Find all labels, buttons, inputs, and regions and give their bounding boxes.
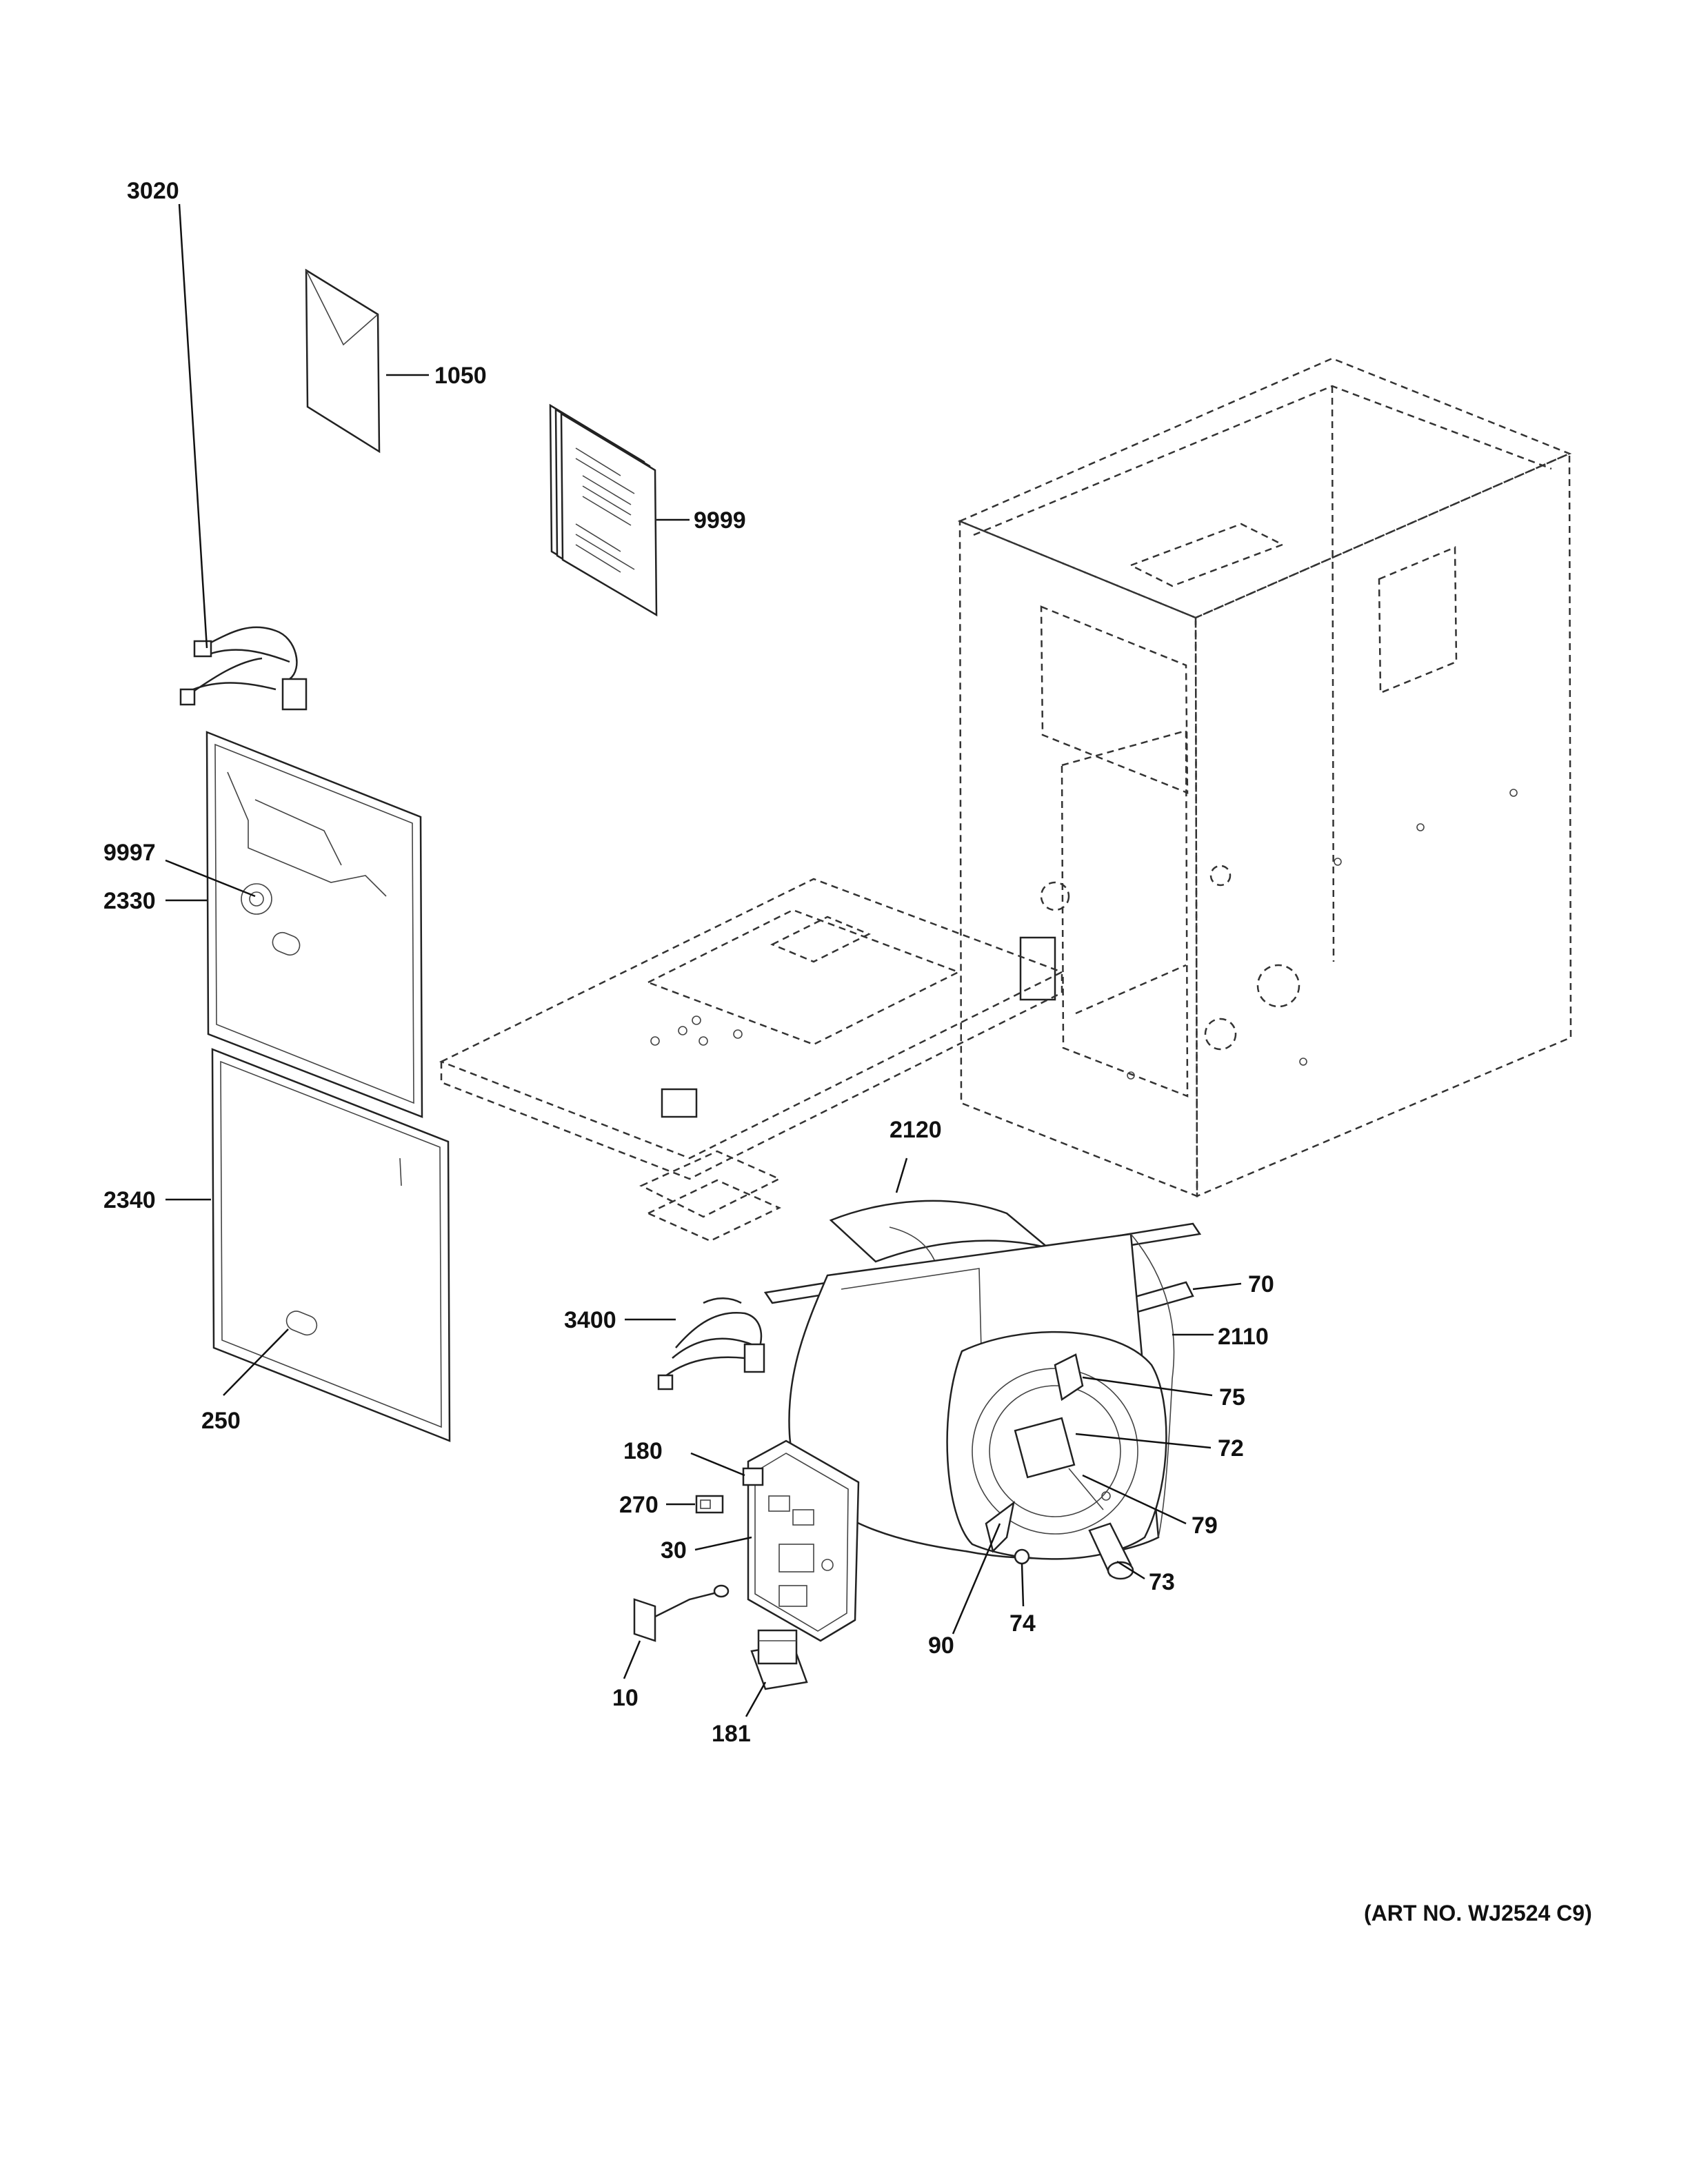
callout-73: 73 (1149, 1569, 1175, 1595)
shelf-screws (650, 1015, 743, 1046)
art-number: (ART NO. WJ2524 C9) (1364, 1901, 1592, 1925)
blower-assembly (763, 1222, 1202, 1580)
callout-9999: 9999 (694, 507, 746, 534)
callout-labels: 1050 9999 3020 9997 2330 2340 250 2120 7… (103, 178, 1274, 1747)
blower-shelf-outline (439, 878, 1065, 1242)
callout-3400: 3400 (564, 1307, 616, 1333)
callout-72: 72 (1218, 1435, 1244, 1462)
callout-2330: 2330 (103, 888, 156, 914)
callout-70: 70 (1248, 1271, 1274, 1297)
part-2330-upper-door (205, 731, 423, 1118)
callout-90: 90 (928, 1632, 954, 1659)
furnace-cabinet-outline (957, 357, 1572, 1197)
callout-2110: 2110 (1218, 1324, 1269, 1350)
callout-74: 74 (1009, 1610, 1036, 1637)
callout-2340: 2340 (103, 1187, 156, 1213)
callout-9997: 9997 (103, 840, 156, 866)
callout-270: 270 (619, 1492, 659, 1518)
part-180-fuse-holder (742, 1467, 764, 1486)
callout-250: 250 (201, 1408, 241, 1434)
leader-lines (165, 203, 1242, 1717)
part-3400-wire-harness (657, 1297, 765, 1391)
callout-180: 180 (623, 1438, 663, 1464)
callout-75: 75 (1219, 1384, 1245, 1410)
callout-2120: 2120 (890, 1117, 942, 1143)
callout-10: 10 (612, 1685, 639, 1711)
part-1050-envelope (305, 268, 381, 454)
callout-3020: 3020 (127, 178, 179, 204)
part-181-transformer (750, 1629, 808, 1690)
callout-1050: 1050 (434, 363, 487, 389)
part-9999-manual (549, 403, 658, 617)
part-75-motor-arm (1054, 1353, 1084, 1402)
callout-181: 181 (712, 1721, 751, 1747)
callout-30: 30 (661, 1537, 687, 1564)
callout-79: 79 (1192, 1513, 1218, 1539)
part-10-flame-sensor (633, 1584, 730, 1642)
part-74-bolt (1014, 1548, 1030, 1565)
part-30-control-board (747, 1439, 860, 1642)
part-72-motor (1014, 1417, 1076, 1479)
part-2340-lower-door (211, 1048, 451, 1442)
part-3020-wire-harness (179, 626, 308, 711)
part-270-switch (695, 1495, 724, 1514)
